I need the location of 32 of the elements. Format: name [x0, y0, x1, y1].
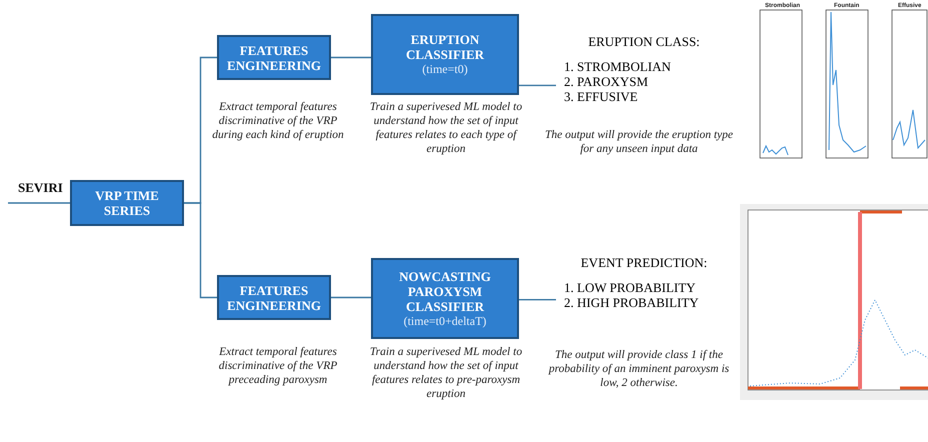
connector-line: [331, 296, 371, 298]
list-item: 1. STROMBOLIAN: [563, 59, 672, 74]
connector-line: [519, 298, 556, 300]
description-text: Extract temporal features discriminative of the VRP preceading paroxysm: [218, 345, 338, 387]
connector-line: [331, 56, 371, 58]
box-title: VRP TIME SERIES: [94, 188, 160, 218]
list-item: 1. LOW PROBABILITY: [563, 280, 697, 295]
connector-line: [8, 202, 70, 204]
process-box: [371, 14, 519, 95]
description-text: The output will provide class 1 if the probability of an imminent paroxysm is low, 2 otherwise.: [547, 348, 730, 390]
connector-line: [184, 202, 217, 298]
list-item: 2. PAROXYSM: [563, 74, 650, 89]
output-heading: EVENT PREDICTION:: [580, 255, 708, 271]
box-title: FEATURES ENGINEERING: [226, 42, 322, 72]
source-label: SEVIRI: [8, 180, 64, 203]
box-title: NOWCASTING PAROXYSM CLASSIFIER: [398, 268, 492, 314]
box-title: ERUPTION CLASSIFIER: [404, 32, 486, 62]
process-box: [371, 258, 519, 339]
process-box: [217, 275, 331, 320]
description-text: Train a superivesed ML model to understand how the set of input features relates to each type of eruption: [368, 100, 524, 156]
process-box: [70, 180, 184, 226]
process-box: [217, 35, 331, 80]
list-item: 2. HIGH PROBABILITY: [563, 295, 700, 310]
description-text: Extract temporal features discriminative of the VRP during each kind of eruption: [211, 100, 345, 142]
box-title: FEATURES ENGINEERING: [226, 282, 322, 312]
list-item: 3. EFFUSIVE: [563, 89, 639, 104]
connector-line: [519, 84, 556, 86]
description-text: The output will provide the eruption type for any unseen input data: [544, 128, 734, 156]
box-subtitle: (time=t0+deltaT): [404, 314, 486, 328]
box-subtitle: (time=t0): [422, 62, 468, 77]
description-text: Train a superivesed ML model to understand how the set of input features relates to pre-paroxysm eruption: [368, 345, 524, 401]
output-heading: ERUPTION CLASS:: [587, 34, 701, 50]
